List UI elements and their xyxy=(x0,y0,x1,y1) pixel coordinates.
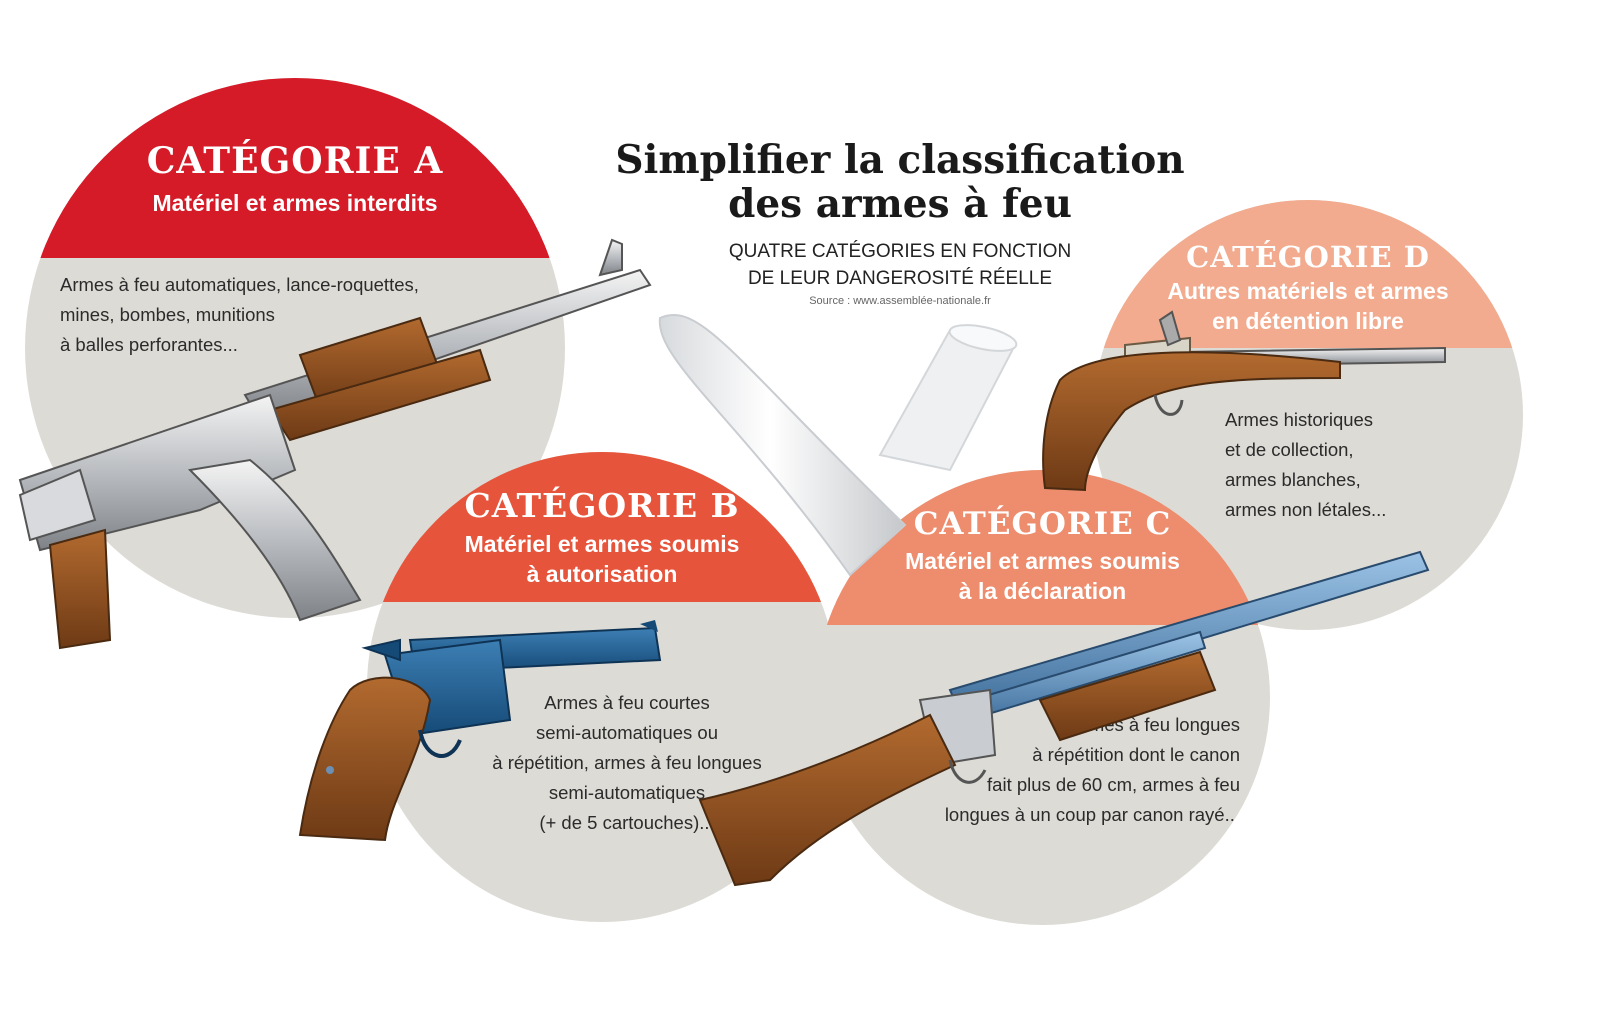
category-a-header: CATÉGORIE A Matériel et armes interdits xyxy=(25,78,565,258)
page-title: Simplifier la classification des armes à… xyxy=(600,138,1200,226)
title-line-2: des armes à feu xyxy=(728,181,1072,227)
flintlock-pistol-icon xyxy=(1042,310,1446,492)
subtitle-line-1: QUATRE CATÉGORIES EN FONCTION xyxy=(728,241,1072,262)
category-c-subtitle-line: Matériel et armes soumis xyxy=(905,548,1180,574)
category-c-title: CATÉGORIE C xyxy=(913,506,1172,542)
category-d-subtitle: Autres matériels et armes en détention l… xyxy=(1093,276,1523,336)
category-c-description: Armes à feu longues à répétition dont le… xyxy=(915,710,1240,830)
category-c-subtitle-line: à la déclaration xyxy=(958,578,1127,604)
category-d-subtitle-line: en détention libre xyxy=(1212,308,1404,334)
category-c-header: CATÉGORIE C Matériel et armes soumis à l… xyxy=(815,470,1270,625)
description-line: (+ de 5 cartouches)... xyxy=(539,812,715,833)
category-b-description: Armes à feu courtes semi-automatiques ou… xyxy=(457,688,797,838)
bullet-icon xyxy=(658,313,907,577)
title-line-1: Simplifier la classification xyxy=(615,137,1185,183)
category-a-subtitle: Matériel et armes interdits xyxy=(25,190,565,217)
category-a-subtitle-line: Matériel et armes interdits xyxy=(152,190,438,216)
revolver-icon xyxy=(298,620,662,842)
shotgun-shell-icon xyxy=(878,324,1018,472)
category-b-header: CATÉGORIE B Matériel et armes soumis à a… xyxy=(367,452,837,602)
assault-rifle-icon xyxy=(18,238,652,650)
category-b-subtitle-line: Matériel et armes soumis xyxy=(464,531,740,557)
title-block: Simplifier la classification des armes à… xyxy=(600,138,1200,307)
category-b-subtitle: Matériel et armes soumis à autorisation xyxy=(367,529,837,589)
description-line: à répétition dont le canon xyxy=(1032,744,1240,765)
description-line: à répétition, armes à feu longues xyxy=(492,752,762,773)
description-line: semi-automatiques ou xyxy=(535,722,718,743)
description-line: Armes à feu automatiques, lance-roquette… xyxy=(60,274,419,295)
category-b-subtitle-line: à autorisation xyxy=(526,561,678,587)
category-b-title: CATÉGORIE B xyxy=(464,486,740,525)
description-line: fait plus de 60 cm, armes à feu xyxy=(987,774,1240,795)
description-line: et de collection, xyxy=(1225,439,1354,460)
category-d-subtitle-line: Autres matériels et armes xyxy=(1167,278,1449,304)
description-line: Armes à feu courtes xyxy=(544,692,710,713)
description-line: Armes historiques xyxy=(1225,409,1374,430)
shotgun-icon xyxy=(698,550,1430,887)
subtitle-line-2: DE LEUR DANGEROSITÉ RÉELLE xyxy=(747,268,1053,289)
description-line: mines, bombes, munitions xyxy=(60,304,275,325)
description-line: à balles perforantes... xyxy=(60,334,238,355)
category-c-subtitle: Matériel et armes soumis à la déclaratio… xyxy=(815,546,1270,606)
description-line: longues à un coup par canon rayé... xyxy=(944,804,1240,825)
page-subtitle: QUATRE CATÉGORIES EN FONCTION DE LEUR DA… xyxy=(600,238,1200,292)
category-d-header: CATÉGORIE D Autres matériels et armes en… xyxy=(1093,200,1523,348)
category-d-title: CATÉGORIE D xyxy=(1186,240,1430,274)
category-a-description: Armes à feu automatiques, lance-roquette… xyxy=(60,270,419,360)
source-note: Source : www.assemblée-nationale.fr xyxy=(809,295,991,307)
description-line: semi-automatiques xyxy=(548,782,706,803)
category-a-title: CATÉGORIE A xyxy=(146,140,444,182)
